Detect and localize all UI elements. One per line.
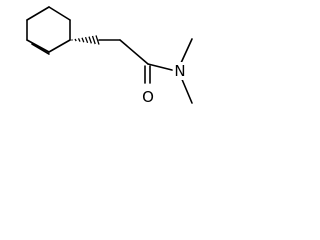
ring-bond bbox=[48, 39, 71, 53]
n-methyl-bond bbox=[180, 38, 193, 64]
nitrogen-label: N bbox=[174, 62, 185, 80]
carbonyl-carbon-bond bbox=[119, 39, 149, 65]
cyclohexene-ring bbox=[26, 6, 71, 55]
n-methyl-bond bbox=[180, 76, 193, 104]
stereo-hashed-wedge bbox=[71, 35, 100, 45]
amide-cn-bond bbox=[147, 63, 173, 71]
molecule-structure: O N bbox=[26, 6, 193, 106]
structure-canvas: O N bbox=[0, 0, 206, 115]
ring-bond bbox=[48, 6, 71, 21]
ring-double-bond-inner bbox=[31, 43, 50, 55]
oxygen-label: O bbox=[142, 88, 154, 106]
side-chain bbox=[98, 38, 193, 104]
ring-bond bbox=[26, 39, 50, 53]
ring-bond bbox=[26, 6, 50, 21]
atom-labels: O N bbox=[141, 62, 188, 106]
